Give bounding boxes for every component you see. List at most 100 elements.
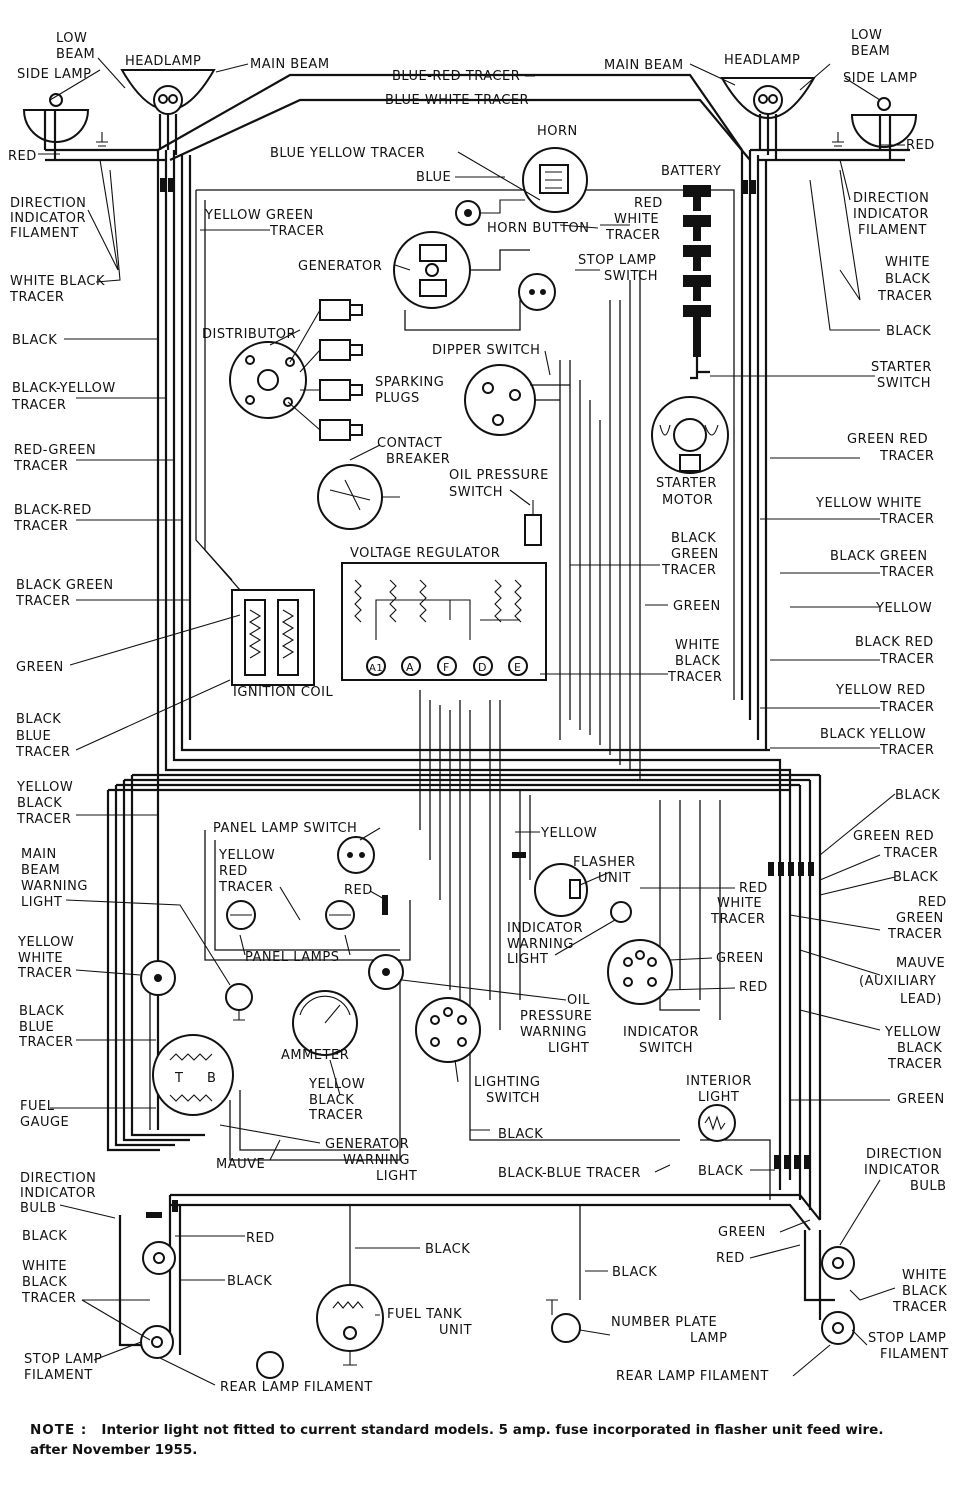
label-yellow-black-tracer-left: YELLOW <box>16 780 73 795</box>
label-yellow-black-tracer-left: BLACK <box>17 796 62 811</box>
label-indicator-warning-light: WARNING <box>507 937 574 952</box>
label-stop-lamp-filament-left: STOP LAMP <box>24 1352 102 1367</box>
label-blue: BLUE <box>416 170 451 185</box>
label-yellow-white-tracer-left: WHITE <box>18 951 63 966</box>
label-indicator-warning-light: INDICATOR <box>507 921 583 936</box>
label-red-bottom-left: RED <box>246 1231 275 1246</box>
label-black-blue-tracer-left: TRACER <box>15 745 70 760</box>
label-blue-red-tracer: BLUE-RED TRACER <box>392 69 520 84</box>
label-black-blue-tracer-bottom: BLACK-BLUE TRACER <box>498 1166 641 1181</box>
label-black-green-tracer-right: BLACK GREEN <box>830 549 928 564</box>
label-ammeter: AMMETER <box>281 1048 349 1063</box>
diagram-labels: LOW BEAM HEADLAMP SIDE LAMP MAIN BEAM BL… <box>8 28 948 1395</box>
panel-lamp <box>325 900 355 930</box>
label-fuel-tank-unit: FUEL TANK <box>387 1307 462 1322</box>
label-yellow-white-tracer-left: TRACER <box>17 966 72 981</box>
label-black-blue-tracer-left-2: TRACER <box>18 1035 73 1050</box>
label-black-red-tracer-left: BLACK-RED <box>14 503 92 518</box>
label-green-right: GREEN <box>897 1092 945 1107</box>
label-black-bottom-left: BLACK <box>22 1229 67 1244</box>
distributor <box>229 309 321 431</box>
label-oil-pressure-warning-light: WARNING <box>520 1025 587 1040</box>
label-low-beam-right: LOW <box>851 28 882 43</box>
label-dir-ind-filament-left: DIRECTION <box>10 196 86 211</box>
label-main-beam-warning: WARNING <box>21 879 88 894</box>
direction-indicator-bulb-right <box>821 1246 855 1280</box>
footnote-text-2: after November 1955. <box>30 1442 198 1458</box>
label-red-left: RED <box>8 149 37 164</box>
contact-breaker <box>317 464 400 530</box>
label-black-yellow-tracer-right: TRACER <box>879 743 934 758</box>
label-green-left: GREEN <box>16 660 64 675</box>
label-mauve-auxiliary-lead: (AUXILIARY <box>859 974 936 989</box>
label-yellow-red-tracer-mid: YELLOW <box>218 848 275 863</box>
stop-lamp-filament-left <box>140 1325 174 1359</box>
label-black-red-tracer-right: TRACER <box>879 652 934 667</box>
label-side-lamp-right: SIDE LAMP <box>843 71 917 86</box>
label-starter-motor: MOTOR <box>662 493 713 508</box>
label-stop-lamp-switch: SWITCH <box>604 269 658 284</box>
label-starter-switch: STARTER <box>871 360 932 375</box>
rear-lamp-left <box>256 1351 284 1379</box>
footnote-text: Interior light not fitted to current sta… <box>101 1422 884 1438</box>
label-stop-lamp-filament-right: STOP LAMP <box>868 1331 946 1346</box>
label-black-blue-tracer-left: BLUE <box>16 729 51 744</box>
label-flasher-unit: FLASHER <box>573 855 636 870</box>
label-lighting-switch: SWITCH <box>486 1091 540 1106</box>
label-interior-light: INTERIOR <box>686 1074 752 1089</box>
label-black-green-tracer-right: TRACER <box>879 565 934 580</box>
ground-symbol <box>96 132 108 151</box>
label-direction-indicator-bulb-left: DIRECTION <box>20 1171 96 1186</box>
label-generator-warning-light: WARNING <box>343 1153 410 1168</box>
label-main-beam-warning: BEAM <box>21 863 60 878</box>
label-flasher-unit: UNIT <box>598 871 631 886</box>
ammeter <box>292 990 358 1056</box>
label-red-green-tracer-right: TRACER <box>887 927 942 942</box>
label-red-right: RED <box>906 138 935 153</box>
label-generator-warning-light: GENERATOR <box>325 1137 409 1152</box>
label-yellow-black-tracer-right: YELLOW <box>884 1025 941 1040</box>
label-sparking-plugs: PLUGS <box>375 391 420 406</box>
label-side-lamp-left: SIDE LAMP <box>17 67 91 82</box>
label-battery: BATTERY <box>661 164 721 179</box>
label-white-black-tracer-bottom-right: BLACK <box>902 1284 947 1299</box>
label-yellow-black-tracer-right: TRACER <box>887 1057 942 1072</box>
label-contact-breaker: CONTACT <box>377 436 442 451</box>
label-horn-button: HORN BUTTON <box>487 221 589 236</box>
label-reg-a: A <box>406 661 414 674</box>
label-red-bottom: RED <box>716 1251 745 1266</box>
label-oil-pressure-warning-light: PRESSURE <box>520 1009 592 1024</box>
label-green-red-tracer-right-2: TRACER <box>883 846 938 861</box>
label-red-green-tracer-left: TRACER <box>13 459 68 474</box>
starter-switch <box>690 357 710 380</box>
label-black-green-tracer-mid: BLACK <box>671 531 716 546</box>
label-yellow-red-tracer-right: TRACER <box>879 700 934 715</box>
label-dir-ind-filament-right: INDICATOR <box>853 207 929 222</box>
label-yellow-green-tracer: TRACER <box>269 224 324 239</box>
label-reg-e: E <box>514 661 521 674</box>
label-low-beam-right: BEAM <box>851 44 890 59</box>
label-white-black-tracer-right: BLACK <box>885 272 930 287</box>
label-direction-indicator-bulb-right: BULB <box>910 1179 947 1194</box>
label-green-bottom: GREEN <box>718 1225 766 1240</box>
label-lighting-switch: LIGHTING <box>474 1075 541 1090</box>
label-reg-a1: A1 <box>369 663 383 674</box>
label-horn: HORN <box>537 124 578 139</box>
label-dir-ind-filament-right: DIRECTION <box>853 191 929 206</box>
label-generator: GENERATOR <box>298 259 382 274</box>
label-white-black-tracer-mid: WHITE <box>675 638 720 653</box>
oil-pressure-switch <box>524 500 542 546</box>
label-headlamp-left: HEADLAMP <box>125 54 201 69</box>
voltage-regulator <box>341 562 547 681</box>
starter-motor <box>651 396 729 474</box>
label-blue-white-tracer: BLUE-WHITE TRACER <box>385 93 529 108</box>
dipper-switch <box>464 364 570 436</box>
label-white-black-tracer-left: WHITE BLACK <box>10 274 105 289</box>
label-yellow-black-tracer-mid: BLACK <box>309 1093 354 1108</box>
label-indicator-switch: SWITCH <box>639 1041 693 1056</box>
label-starter-switch: SWITCH <box>877 376 931 391</box>
label-fuel-gauge: GAUGE <box>20 1115 69 1130</box>
label-stop-lamp-switch: STOP LAMP <box>578 253 656 268</box>
label-black-right-3: BLACK <box>893 870 938 885</box>
label-yellow-red-tracer-mid: TRACER <box>218 880 273 895</box>
